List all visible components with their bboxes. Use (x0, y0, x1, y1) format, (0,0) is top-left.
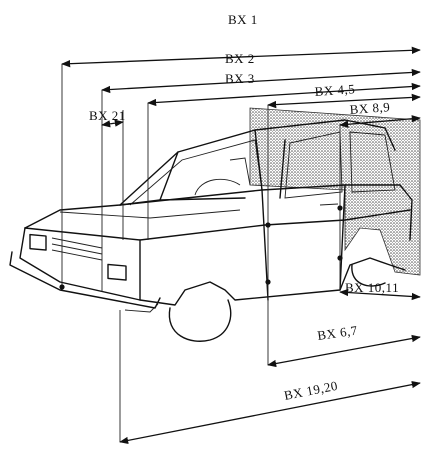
point-b-lower (337, 255, 343, 261)
bx89-arrow (339, 115, 421, 128)
label-bx89: BX 8,9 (349, 99, 391, 117)
bx1011-arrow (339, 288, 421, 301)
measurement-points (59, 205, 343, 290)
bx1-arrow (61, 46, 421, 68)
label-bx67: BX 6,7 (316, 322, 358, 342)
dimension-arrows (61, 46, 421, 444)
point-front (59, 284, 65, 290)
point-a-lower (265, 279, 271, 285)
label-bx2: BX 2 (225, 51, 255, 66)
label-bx45: BX 4,5 (314, 81, 356, 99)
label-bx1: BX 1 (228, 12, 258, 27)
point-a-upper (265, 222, 271, 228)
label-bx1011: BX 10,11 (345, 280, 399, 295)
bx1920-arrow (119, 381, 421, 444)
bx21-arrow (101, 119, 124, 128)
car-illustration (9, 119, 413, 342)
label-bx3: BX 3 (225, 71, 255, 86)
bx45-arrow (267, 93, 421, 109)
bx2-arrow (101, 68, 421, 94)
dimension-labels: BX 1 BX 2 BX 3 BX 21 BX 4,5 BX 8,9 BX 10… (89, 12, 399, 403)
point-b-upper (337, 205, 343, 211)
label-bx21: BX 21 (89, 108, 126, 123)
label-bx1920: BX 19,20 (283, 378, 339, 403)
bx67-arrow (267, 334, 421, 368)
